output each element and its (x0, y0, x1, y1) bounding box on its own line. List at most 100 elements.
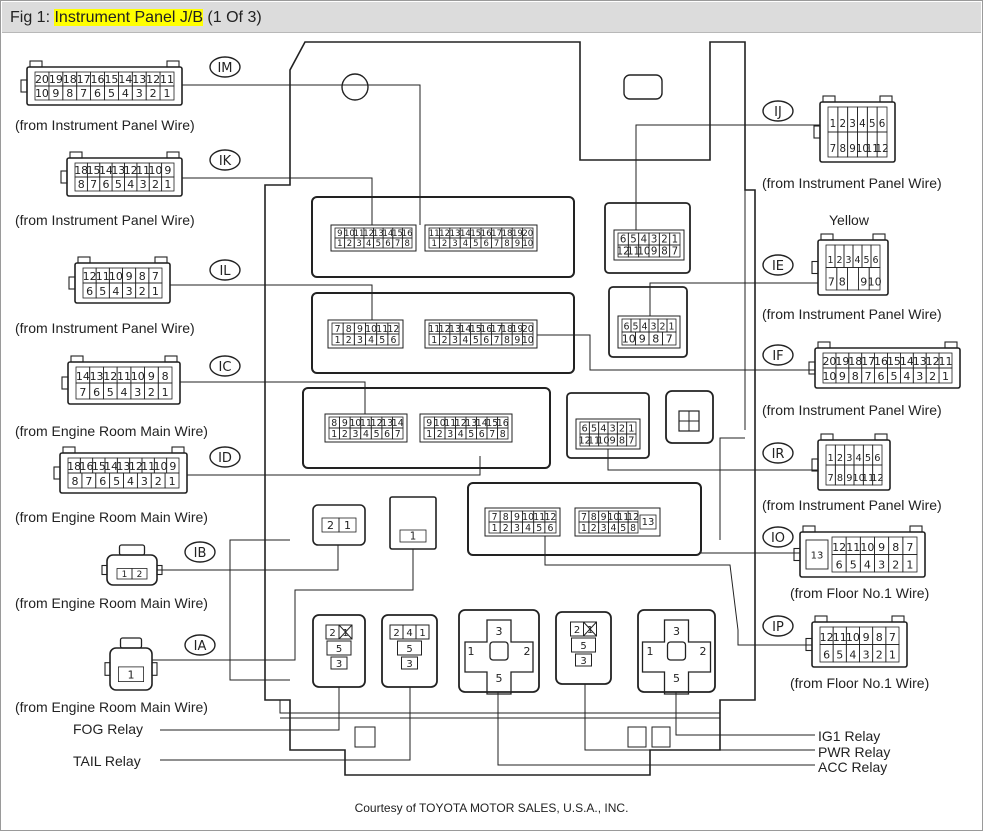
pin-number: 4 (363, 429, 369, 440)
pin-number: 14 (900, 355, 914, 368)
pin-number: 2 (329, 628, 335, 639)
badge-id: ID (209, 446, 241, 468)
pin-number: 5 (113, 475, 120, 488)
pin-cell (868, 267, 881, 291)
pin-number: 4 (641, 235, 647, 246)
pin-number: 1 (169, 475, 176, 488)
ig1-relay-label: IG1 Relay (818, 728, 881, 744)
pin-number: 5 (536, 523, 542, 534)
pin-number: 1 (587, 625, 593, 636)
pin-number: 3 (136, 87, 143, 100)
socket-outline (327, 319, 404, 349)
pin-number: 10 (860, 541, 874, 554)
socket-housing-3 (302, 387, 551, 469)
pin-number: 16 (402, 229, 413, 239)
connector-tab (817, 341, 831, 349)
pin-number: 10 (148, 164, 162, 177)
wire-ik (182, 177, 373, 225)
il-desc: (from Instrument Panel Wire) (15, 320, 195, 336)
pin-number: 2 (659, 321, 665, 332)
im-desc: (from Instrument Panel Wire) (15, 117, 195, 133)
pin-number: 7 (628, 436, 634, 447)
pin-number: 5 (379, 335, 385, 346)
leader-pwr (584, 684, 815, 751)
socket-housing-square (665, 390, 714, 444)
wire-ir (607, 449, 818, 471)
pin-number: 13 (465, 418, 477, 429)
pin-number: 13 (381, 418, 393, 429)
pin-number: 11 (141, 460, 155, 473)
pin-number: 19 (49, 73, 63, 86)
pin-number: 7 (666, 332, 673, 345)
pin-number: 13 (642, 517, 655, 528)
wire-ip (544, 536, 812, 646)
pin-number: 2 (347, 239, 352, 249)
pin-number: 9 (148, 370, 155, 383)
socket-s13: 1 (389, 496, 437, 550)
pin-number: 8 (619, 436, 625, 447)
pin-number: 11 (833, 631, 847, 644)
pin-number: 5 (374, 429, 380, 440)
pin-number: 4 (864, 559, 871, 572)
pin-number: 7 (80, 87, 87, 100)
pin-number: 5 (890, 370, 897, 383)
pin-number: 8 (139, 270, 146, 283)
pin-number: 5 (473, 335, 479, 346)
pin-number: 1 (164, 87, 171, 100)
pin-number: 5 (115, 178, 122, 191)
socket-outline (330, 224, 417, 252)
pin-number: 3 (580, 656, 586, 667)
pin-number: 1 (162, 386, 169, 399)
courtesy-note: Courtesy of TOYOTA MOTOR SALES, U.S.A., … (354, 801, 629, 815)
pin-cell (522, 237, 534, 249)
pin-number: 13 (117, 460, 131, 473)
pin-number: 11 (617, 512, 629, 523)
connector-id-badge (762, 615, 794, 637)
socket-outline (484, 507, 561, 537)
pin-number: 6 (384, 429, 390, 440)
connector-tab (879, 95, 893, 103)
title-suffix: (1 Of 3) (202, 9, 262, 26)
connector-id-badge (209, 259, 241, 281)
leader-acc (497, 692, 815, 766)
badge-im: IM (209, 56, 241, 78)
pin-number: 5 (108, 87, 115, 100)
pin-number: 11 (588, 436, 600, 447)
pin-number: 12 (544, 512, 556, 523)
pin-number: 9 (839, 370, 846, 383)
badge-ib: IB (184, 541, 216, 563)
pin-number: 10 (365, 324, 377, 335)
pin-number: 5 (591, 424, 597, 435)
pin-number: 3 (601, 523, 607, 534)
ik-desc: (from Instrument Panel Wire) (15, 212, 195, 228)
pin-number: 3 (356, 239, 361, 249)
pin-number: 9 (52, 87, 59, 100)
pin-number: 10 (607, 512, 619, 523)
pin-number: 6 (879, 118, 886, 130)
pin-number: 3 (845, 255, 851, 266)
pin-number: 7 (395, 429, 401, 440)
pin-number: 12 (83, 270, 97, 283)
wire-im (182, 84, 421, 225)
pin-number: 9 (860, 276, 867, 289)
pin-number: 9 (337, 229, 342, 239)
connector-tab (118, 544, 146, 556)
pin-number: 3 (126, 285, 133, 298)
connector-tab (29, 60, 43, 68)
pin-cell (544, 521, 557, 534)
pin-number: 5 (468, 429, 474, 440)
pin-number: 5 (863, 255, 869, 266)
pin-number: 20 (822, 355, 836, 368)
pin-number: 6 (836, 559, 843, 572)
pin-number: 10 (35, 87, 49, 100)
pin-number: 9 (849, 143, 856, 155)
connector-id-text: IR (772, 447, 785, 462)
pin-number: 2 (148, 386, 155, 399)
ib-desc: (from Engine Room Main Wire) (15, 595, 208, 611)
connector-id-badge (209, 446, 241, 468)
